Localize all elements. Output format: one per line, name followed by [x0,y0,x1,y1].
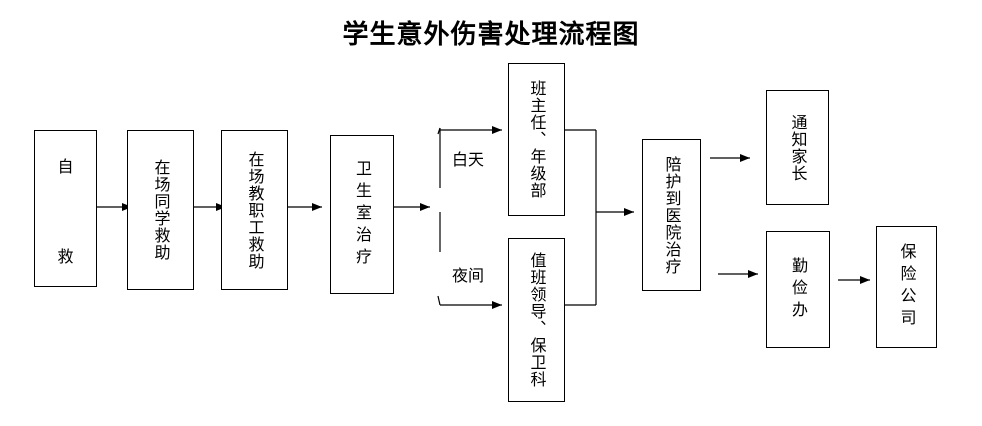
node-onsite-staff-label: 在场教职工救助 [245,150,265,270]
branch-label-day: 白天 [452,150,485,169]
node-self-help-char2: 救 [57,247,74,266]
page-title: 学生意外伤害处理流程图 [342,20,640,50]
node-self-help: 自 救 [34,130,97,287]
node-health-room: 卫生室治疗 [330,135,394,294]
node-head-teacher-label: 班主任、年级部 [527,80,547,199]
node-head-teacher: 班主任、年级部 [508,63,565,216]
node-notify-parents: 通知家长 [766,90,829,205]
node-notify-parents-label: 通知家长 [788,113,808,182]
node-duty-leader-label: 值班领导、保卫科 [527,252,547,388]
node-insurance: 保险公司 [876,226,937,348]
node-hospital: 陪护到医院治疗 [642,139,701,291]
branch-label-night: 夜间 [452,266,485,285]
node-insurance-label: 保险公司 [897,243,917,331]
node-onsite-classmates: 在场同学救助 [127,130,194,290]
node-self-help-char1: 自 [57,157,74,176]
split-stub-top [437,127,441,135]
node-onsite-staff: 在场教职工救助 [221,130,288,290]
node-work-study-office: 勤俭办 [766,231,830,348]
node-hospital-label: 陪护到医院治疗 [662,155,682,275]
node-duty-leader: 值班领导、保卫科 [508,238,565,402]
node-health-room-label: 卫生室治疗 [353,159,372,270]
node-work-study-office-label: 勤俭办 [789,256,808,323]
split-stub-bottom [437,295,441,306]
node-onsite-classmates-label: 在场同学救助 [151,159,171,261]
